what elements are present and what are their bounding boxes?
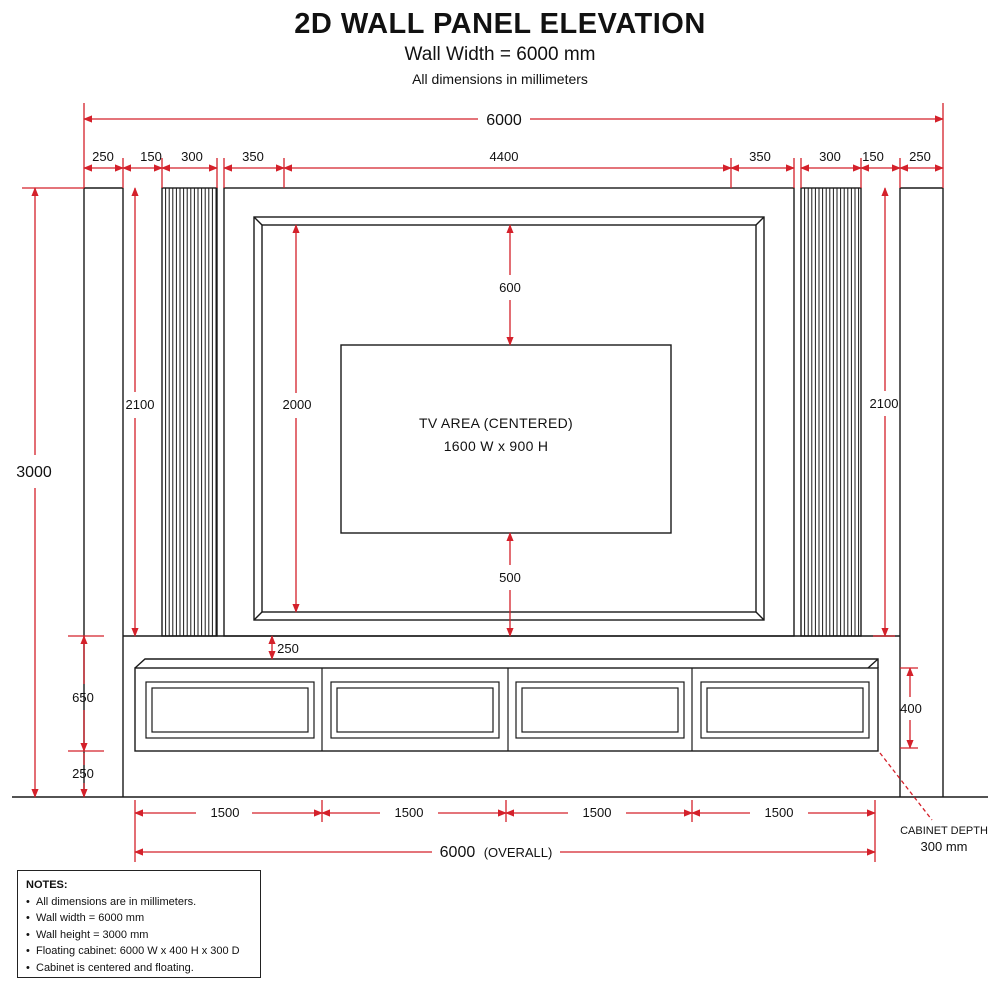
- dim-wall-height: 3000: [16, 464, 52, 481]
- notes-item: Wall height = 3000 mm: [26, 927, 252, 944]
- dim-right-150: 150: [862, 149, 884, 164]
- cabinet-door-1: [145, 681, 315, 739]
- center-frame-moulding-outer: [253, 216, 765, 621]
- notes-item: Cabinet is centered and floating.: [26, 960, 252, 977]
- dim-left-150: 150: [140, 149, 162, 164]
- right-flutes: [804, 188, 860, 636]
- cabinet-top: [134, 658, 879, 669]
- tv-area-title: TV AREA (CENTERED): [419, 415, 573, 431]
- dimension-lines: [22, 103, 944, 862]
- dim-center-350-left: 350: [242, 149, 264, 164]
- left-fluted-panel: [161, 187, 218, 637]
- dim-overall-bottom-value: 6000: [440, 844, 476, 861]
- dim-cabinet-section-3: 1500: [583, 805, 612, 820]
- dim-right-panel-height: 2100: [870, 396, 899, 411]
- dim-right-250: 250: [909, 149, 931, 164]
- right-fluted-panel: [800, 187, 862, 637]
- center-frame-outer: [223, 187, 795, 637]
- cabinet-depth-callout: CABINET DEPTH 300 mm: [894, 823, 994, 855]
- cabinet-body: [134, 667, 879, 752]
- cabinet-door-4: [700, 681, 870, 739]
- dim-cabinet-section-2: 1500: [395, 805, 424, 820]
- dim-above-tv: 600: [499, 280, 521, 295]
- units-note: All dimensions in millimeters: [412, 71, 588, 87]
- dim-overall-bottom: 6000 (OVERALL): [440, 844, 553, 861]
- dim-center-350-right: 350: [749, 149, 771, 164]
- dim-base-650: 650: [72, 690, 94, 705]
- notes-title: NOTES:: [26, 879, 68, 891]
- dimension-labels: 6000 250 150 300 350 4400 350 300 150 25…: [16, 112, 931, 861]
- dim-cabinet-section-4: 1500: [765, 805, 794, 820]
- notes-box: NOTES: All dimensions are in millimeters…: [17, 870, 261, 978]
- cabinet-depth-value: 300 mm: [920, 839, 968, 854]
- tv-area: [340, 344, 672, 534]
- dim-base-250: 250: [72, 766, 94, 781]
- tv-area-size: 1600 W x 900 H: [444, 438, 549, 454]
- dim-frame-height: 2000: [283, 397, 312, 412]
- page-subtitle: Wall Width = 6000 mm: [404, 44, 596, 65]
- notes-item: All dimensions are in millimeters.: [26, 894, 252, 911]
- notes-item: Wall width = 6000 mm: [26, 910, 252, 927]
- cabinet-doors: [145, 668, 870, 751]
- dim-cabinet-height: 400: [900, 701, 922, 716]
- dim-center-4400: 4400: [490, 149, 519, 164]
- dim-below-tv: 500: [499, 570, 521, 585]
- notes-item: Floating cabinet: 6000 W x 400 H x 300 D: [26, 943, 252, 960]
- dim-gap-above-cabinet: 250: [277, 641, 299, 656]
- cabinet-depth-label: CABINET DEPTH: [900, 825, 988, 837]
- cabinet-door-3: [515, 681, 685, 739]
- dim-overall-top: 6000: [486, 112, 522, 129]
- dim-left-panel-height: 2100: [126, 397, 155, 412]
- dim-left-300: 300: [181, 149, 203, 164]
- left-flutes: [165, 188, 217, 636]
- cabinet-door-2: [330, 681, 500, 739]
- dim-cabinet-section-1: 1500: [211, 805, 240, 820]
- dim-left-250: 250: [92, 149, 114, 164]
- dim-right-300: 300: [819, 149, 841, 164]
- page-title: 2D WALL PANEL ELEVATION: [294, 8, 706, 40]
- notes-list: All dimensions are in millimeters. Wall …: [26, 894, 252, 977]
- dim-overall-bottom-suffix: (OVERALL): [484, 845, 553, 860]
